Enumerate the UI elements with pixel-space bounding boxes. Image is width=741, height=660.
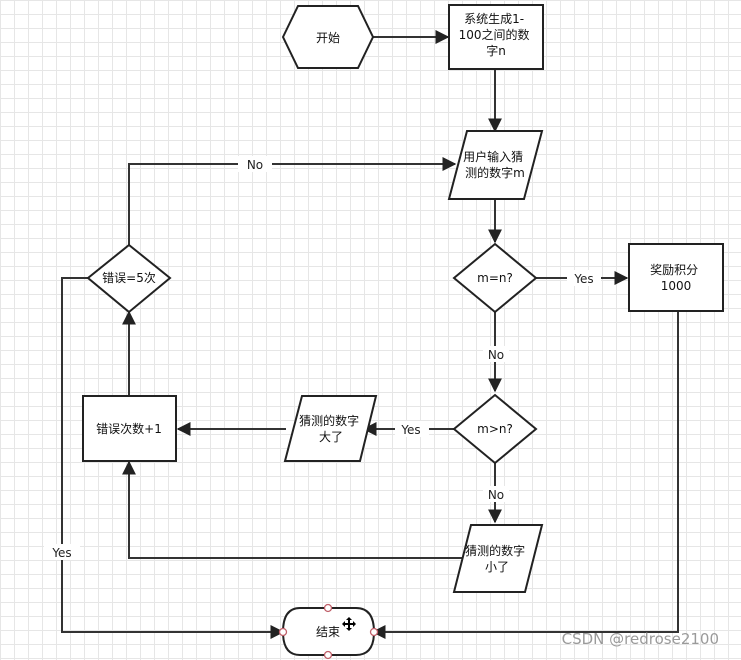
- node-end-label: 结束: [316, 625, 340, 639]
- node-error-increment[interactable]: 错误次数+1: [82, 395, 177, 462]
- selection-handle-top[interactable]: [323, 603, 333, 613]
- edge-label-greater-no: No: [488, 488, 504, 502]
- node-start-label: 开始: [316, 31, 340, 45]
- node-greater-label: m>n?: [477, 422, 513, 436]
- edge-label-equal-no: No: [488, 348, 504, 362]
- edge-check-no-to-input: [128, 157, 457, 245]
- edge-check-yes-to-end: [61, 277, 285, 639]
- selection-handle-left[interactable]: [278, 627, 288, 637]
- edge-reward-to-end: [371, 312, 679, 639]
- edge-label-greater-yes: Yes: [400, 423, 420, 437]
- node-too-small[interactable]: 猜测的数字 小了: [452, 524, 544, 593]
- selection-handle-right[interactable]: [369, 627, 379, 637]
- node-reward[interactable]: 奖励积分 1000: [628, 243, 724, 312]
- move-cursor-icon: [342, 617, 356, 631]
- node-reward-label: 奖励积分 1000: [650, 263, 702, 293]
- node-error-increment-label: 错误次数+1: [96, 421, 162, 436]
- node-end[interactable]: 结束: [278, 603, 379, 660]
- edge-label-error-no: No: [247, 158, 263, 172]
- edge-too-small-to-error-inc: [122, 460, 466, 559]
- edge-label-error-yes: Yes: [51, 546, 71, 560]
- node-start[interactable]: 开始: [281, 5, 375, 69]
- node-generate-label: 系统生成1- 100之间的数 字n: [459, 12, 534, 58]
- node-input[interactable]: 用户输入猜 测的数字m: [447, 130, 544, 200]
- node-equal-label: m=n?: [477, 271, 513, 285]
- node-generate[interactable]: 系统生成1- 100之间的数 字n: [448, 4, 544, 70]
- node-error-check-decision[interactable]: 错误=5次: [86, 243, 172, 314]
- node-equal-decision[interactable]: m=n?: [452, 242, 538, 314]
- node-too-big[interactable]: 猜测的数字 大了: [283, 395, 378, 462]
- edge-labels: No Yes No Yes No Yes: [44, 156, 601, 560]
- selection-handle-bottom[interactable]: [323, 650, 333, 660]
- node-error-check-label: 错误=5次: [102, 271, 156, 285]
- edge-label-equal-yes: Yes: [573, 272, 593, 286]
- node-too-small-label: 猜测的数字 小了: [465, 543, 529, 574]
- watermark: CSDN @redrose2100: [561, 630, 719, 648]
- node-too-big-label: 猜测的数字 大了: [299, 413, 363, 444]
- connectors: [61, 30, 679, 639]
- node-greater-decision[interactable]: m>n?: [452, 393, 538, 465]
- node-input-label: 用户输入猜 测的数字m: [463, 149, 527, 180]
